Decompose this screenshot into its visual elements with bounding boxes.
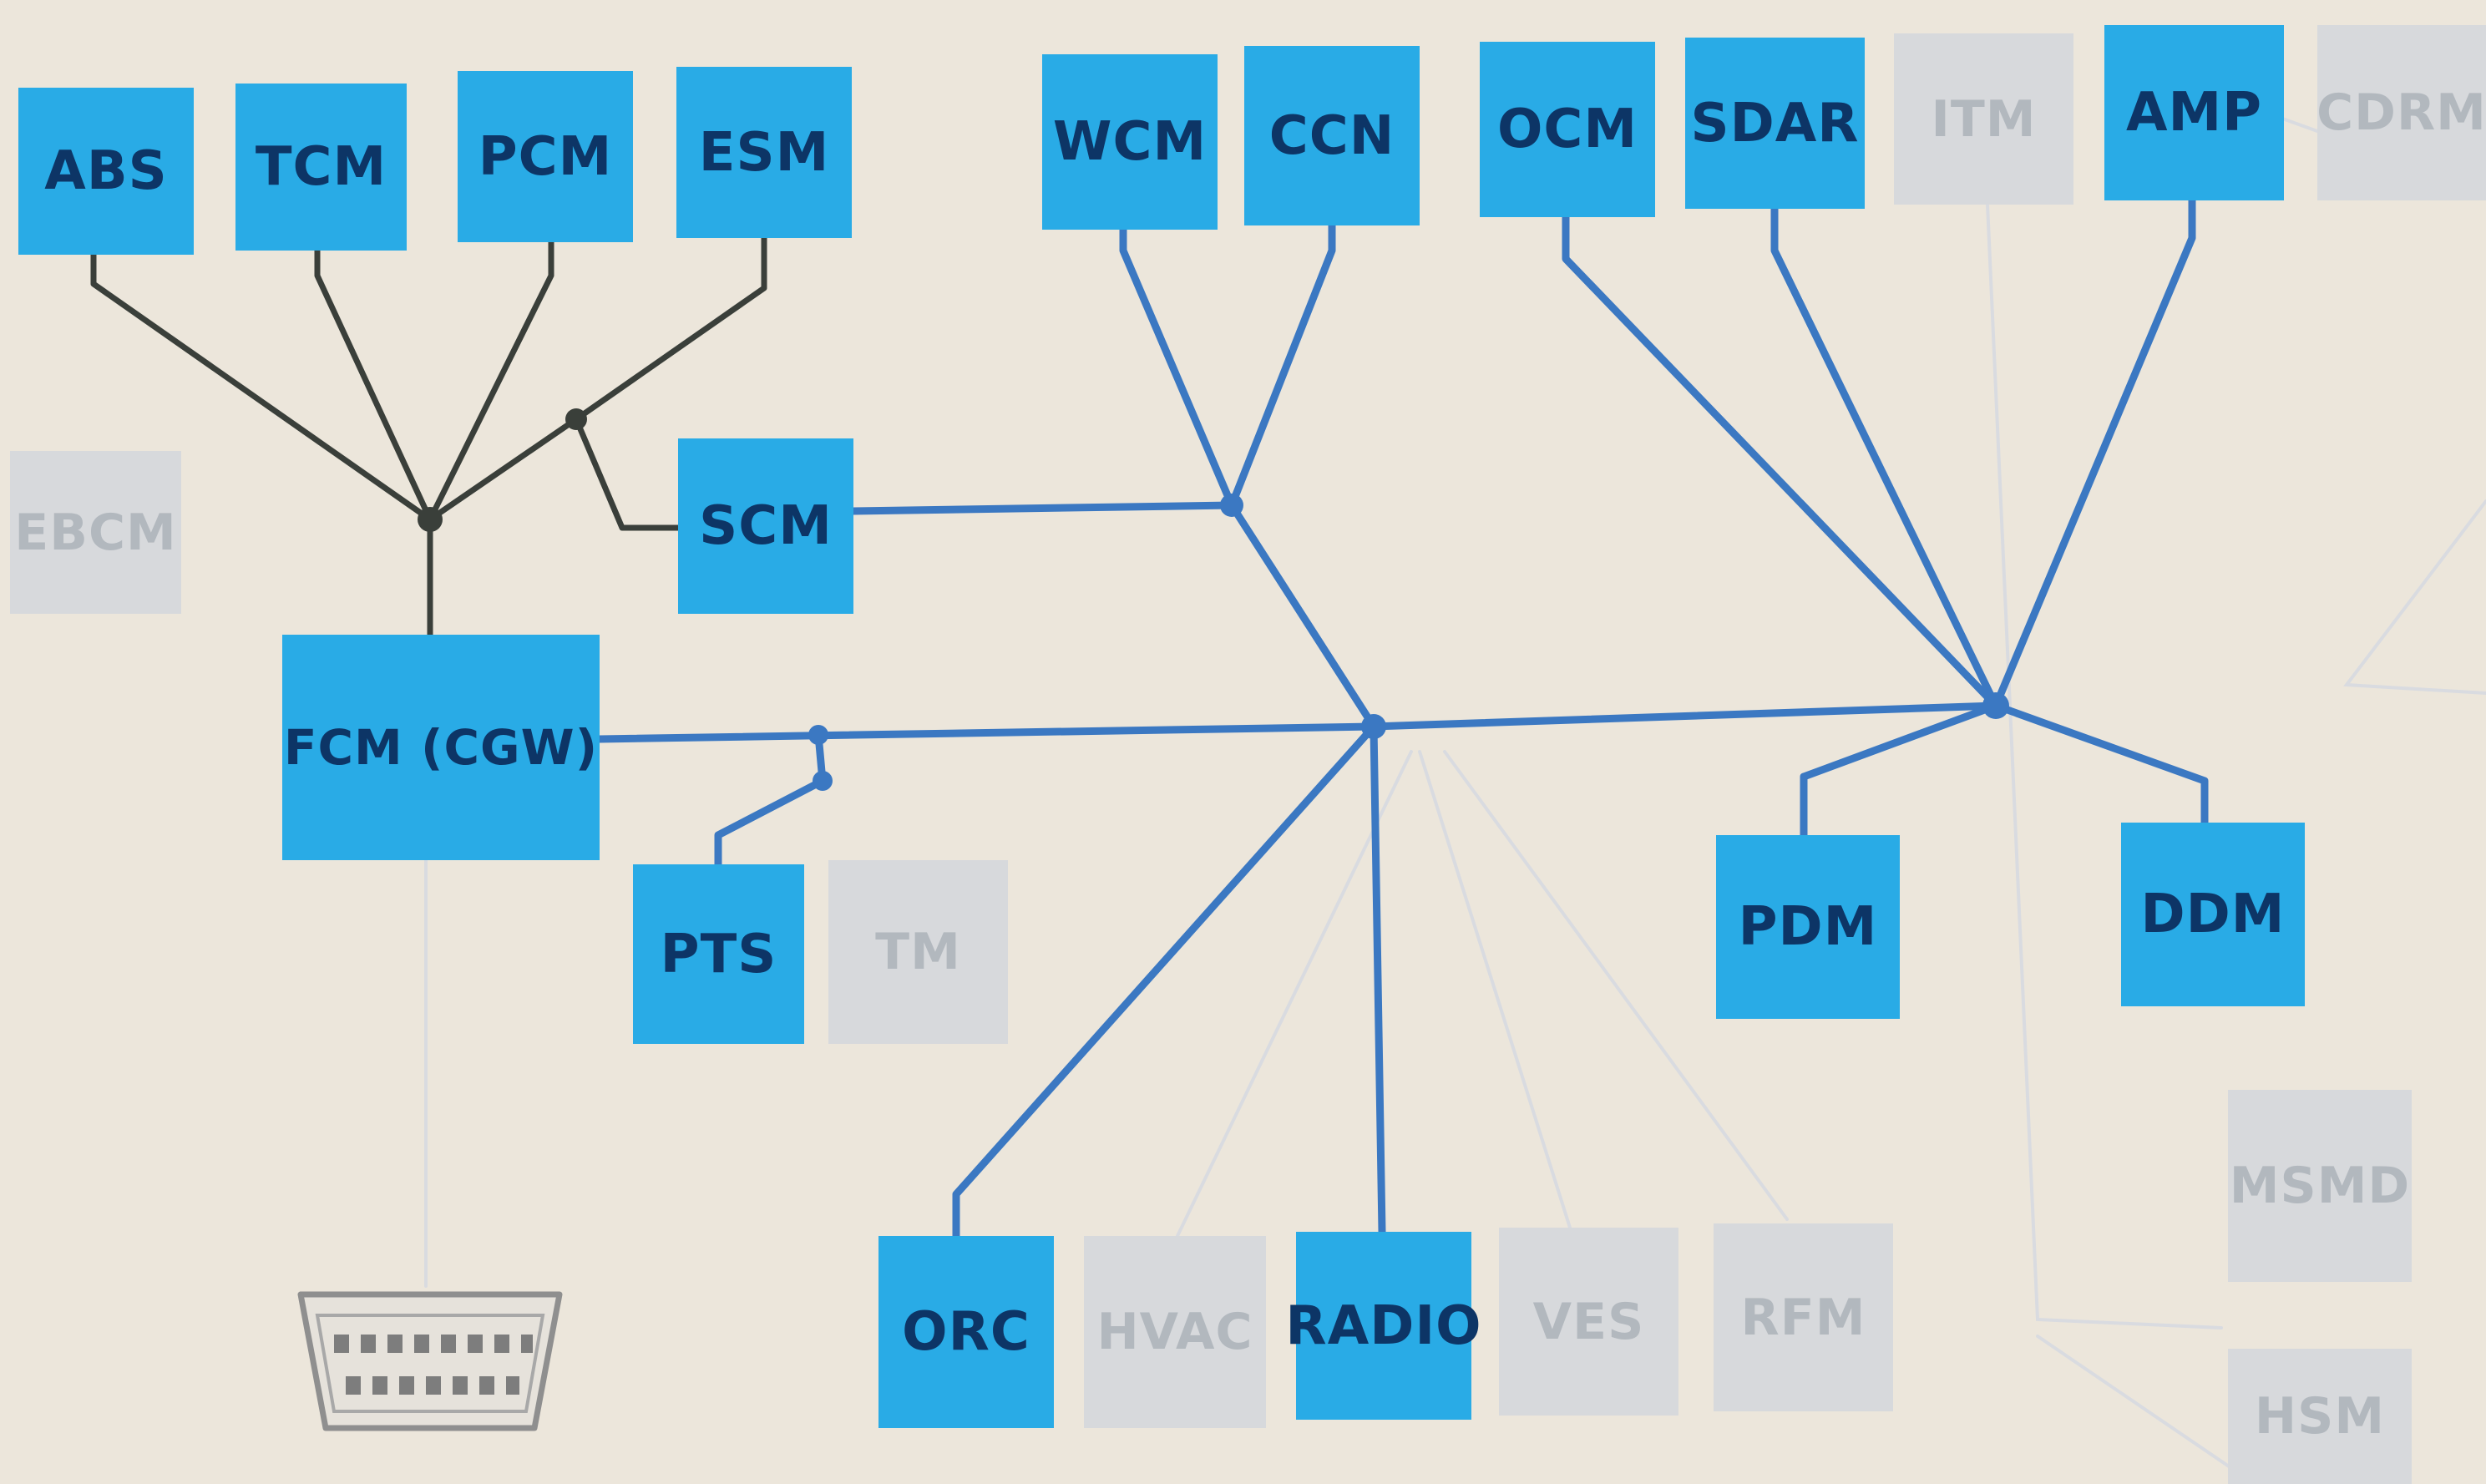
module-hsm[interactable]: HSM: [2228, 1349, 2412, 1484]
bus-junction-node: [1220, 494, 1243, 517]
module-ccn[interactable]: CCN: [1244, 46, 1420, 225]
module-label: RFM: [1740, 1288, 1866, 1347]
module-label: PTS: [660, 923, 777, 985]
module-pcm[interactable]: PCM: [458, 71, 633, 242]
module-label: WCM: [1052, 111, 1208, 173]
module-label: PCM: [478, 125, 613, 188]
module-label: ITM: [1931, 89, 2037, 149]
module-tm[interactable]: TM: [828, 860, 1008, 1044]
bus-junction-node: [813, 771, 833, 791]
module-ddm[interactable]: DDM: [2121, 823, 2305, 1006]
ethernet-bus-line: [714, 731, 827, 869]
module-wcm[interactable]: WCM: [1042, 54, 1218, 230]
module-label: TCM: [255, 136, 387, 198]
bus-junction-node: [808, 725, 828, 745]
module-sdar[interactable]: SDAR: [1685, 38, 1865, 209]
module-amp[interactable]: AMP: [2104, 25, 2284, 200]
ethernet-bus-line: [1800, 701, 2000, 839]
can-bus-line: [314, 247, 433, 523]
module-scm[interactable]: SCM: [678, 438, 853, 614]
module-label: HVAC: [1096, 1303, 1253, 1361]
module-label: PDM: [1738, 896, 1878, 958]
ethernet-bus-line: [1562, 213, 2000, 710]
module-label: EBCM: [14, 503, 177, 562]
bus-junction-node: [1361, 714, 1386, 739]
module-tcm[interactable]: TCM: [235, 84, 407, 251]
module-label: AMP: [2125, 82, 2263, 144]
module-label: RADIO: [1285, 1294, 1482, 1357]
module-ocm[interactable]: OCM: [1480, 42, 1655, 217]
module-radio[interactable]: RADIO: [1285, 1232, 1481, 1420]
module-label: CCN: [1268, 104, 1395, 167]
module-fcm-cgw[interactable]: FCM (CGW): [282, 635, 600, 860]
module-abs[interactable]: ABS: [18, 88, 194, 255]
module-label: ESM: [698, 121, 830, 184]
ethernet-bus-line: [952, 722, 1378, 1240]
can-bus-line: [427, 239, 554, 523]
module-itm[interactable]: ITM: [1894, 33, 2073, 205]
inactive-link-line: [2036, 1335, 2256, 1484]
can-bus-line: [427, 235, 767, 523]
module-rfm[interactable]: RFM: [1714, 1223, 1893, 1411]
bus-junction-node: [1982, 692, 2009, 719]
module-ebcm[interactable]: EBCM: [10, 451, 181, 614]
module-pdm[interactable]: PDM: [1716, 835, 1900, 1019]
ethernet-bus-line: [1370, 722, 1386, 1236]
bus-junction-node: [418, 507, 443, 532]
bus-junction-node: [565, 408, 587, 430]
inactive-link-line: [1418, 750, 1572, 1229]
module-label: CDRM: [2316, 84, 2486, 142]
module-label: DDM: [2140, 884, 2286, 945]
inactive-link-line: [1986, 203, 2223, 1330]
module-esm[interactable]: ESM: [676, 67, 852, 238]
module-hvac[interactable]: HVAC: [1084, 1236, 1266, 1428]
ethernet-bus-line: [1119, 225, 1236, 509]
can-bus-line: [90, 251, 433, 523]
inactive-link-line: [2343, 499, 2486, 695]
module-label: ABS: [44, 140, 168, 202]
module-label: ORC: [902, 1301, 1030, 1363]
module-label: VES: [1532, 1292, 1645, 1351]
module-msmd[interactable]: MSMD: [2228, 1090, 2412, 1282]
module-cdrm[interactable]: CDRM: [2316, 25, 2486, 200]
module-label: HSM: [2254, 1387, 2386, 1446]
ethernet-bus-line: [849, 501, 1236, 515]
module-ves[interactable]: VES: [1499, 1228, 1678, 1416]
inactive-link-line: [1443, 750, 1789, 1221]
ethernet-bus-line: [1228, 501, 1378, 731]
module-label: SDAR: [1690, 92, 1860, 154]
module-label: TM: [875, 923, 961, 981]
module-label: SCM: [699, 495, 833, 557]
obd-connector-icon[interactable]: [284, 1269, 576, 1453]
ethernet-bus-line: [1992, 196, 2196, 710]
can-bus-line: [573, 416, 681, 531]
module-label: OCM: [1496, 99, 1638, 160]
ethernet-bus-line: [1228, 221, 1336, 509]
module-pts[interactable]: PTS: [633, 864, 804, 1044]
ethernet-bus-line: [1770, 205, 2000, 710]
module-orc[interactable]: ORC: [878, 1236, 1054, 1428]
ethernet-bus-line: [1992, 701, 2209, 827]
module-label: FCM (CGW): [283, 719, 599, 776]
module-label: MSMD: [2229, 1157, 2411, 1215]
